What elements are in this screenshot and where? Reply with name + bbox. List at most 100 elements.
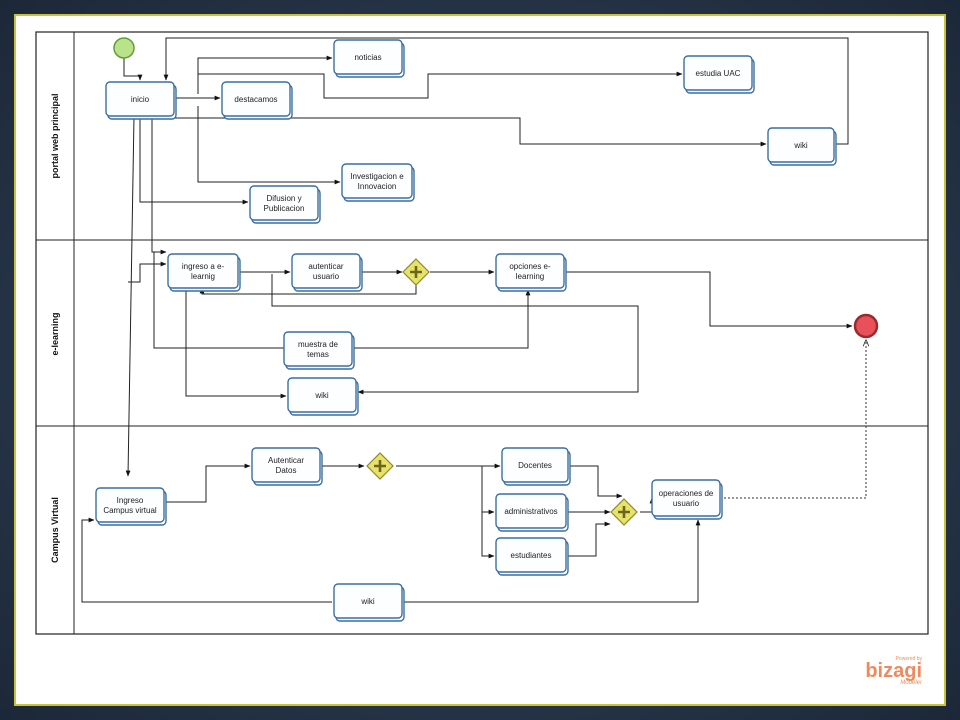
task-label: Publicacion (264, 204, 305, 213)
task-box (287, 377, 357, 413)
task-label: noticias (354, 53, 381, 62)
diagram-frame: portal web principal e-learning Campus V… (14, 14, 946, 706)
task-docentes[interactable]: Docentes (501, 447, 571, 486)
parallel-gateway-campus-split[interactable] (366, 452, 394, 480)
task-box (333, 39, 403, 75)
task-label: usuario (313, 272, 340, 281)
task-box (767, 127, 835, 163)
flow-docentes-join (568, 465, 623, 499)
flow-wiki-inicio (163, 37, 849, 145)
task-label: Autenticar (268, 456, 304, 465)
flow-inicio-investigacion (197, 106, 341, 185)
task-wiki-cv[interactable]: wiki (333, 583, 405, 622)
task-box (683, 55, 753, 91)
events (113, 37, 879, 339)
flow-start-inicio (123, 58, 143, 81)
flow-inicio-difusion (139, 116, 249, 205)
task-inicio[interactable]: inicio (105, 81, 177, 120)
task-box (251, 447, 321, 483)
flow-wiki-ingreso (81, 517, 332, 603)
flow-inicio-wiki (174, 117, 767, 147)
parallel-gateway-campus-join[interactable] (610, 498, 638, 526)
flow-ingreso-wiki-el (185, 288, 287, 399)
task-label: wiki (314, 391, 329, 400)
flow-wiki-operaciones (402, 519, 701, 603)
task-administrativos[interactable]: administrativos (495, 493, 569, 532)
task-box (495, 493, 567, 529)
task-label: wiki (360, 597, 375, 606)
flow-opciones-end (564, 271, 853, 329)
task-label: learnig (191, 272, 215, 281)
start-event[interactable] (113, 37, 135, 59)
logo-name-text: bizagi (865, 660, 922, 682)
task-opciones[interactable]: opciones e-learning (495, 253, 567, 292)
lane-campus-label: Campus Virtual (50, 497, 60, 563)
flow-inicio-noticias (197, 55, 333, 94)
task-box (95, 487, 165, 523)
task-box (105, 81, 175, 117)
task-wiki-el[interactable]: wiki (287, 377, 359, 416)
flow-campus-ingreso-el (128, 261, 167, 283)
logo-product-text: Modeler (900, 680, 922, 686)
task-label: destacamos (234, 95, 277, 104)
sequence-flows (81, 37, 866, 603)
task-label: wiki (793, 141, 808, 150)
lane-elearning-label: e-learning (50, 312, 60, 355)
task-box (651, 479, 721, 517)
flow-ingreso-loop (271, 274, 639, 395)
task-label: Investigacion e (350, 172, 404, 181)
flow-join-operaciones (640, 497, 655, 513)
flow-ingreso-autenticar-datos (164, 463, 251, 503)
task-label: Docentes (518, 461, 552, 470)
flow-inicio-estudia (198, 71, 683, 99)
task-box (221, 81, 291, 117)
flow-operaciones-end (720, 340, 866, 498)
task-ingreso-el[interactable]: ingreso a e-learnig (167, 253, 241, 292)
task-label: Campus virtual (103, 506, 157, 515)
flow-gateway-admin (481, 466, 495, 515)
task-estudia[interactable]: estudia UAC (683, 55, 755, 94)
task-box (291, 253, 361, 289)
task-label: Ingreso (117, 496, 144, 505)
task-box (495, 253, 565, 289)
logo-powered-text: Powered by (895, 656, 922, 662)
task-box (341, 163, 413, 199)
task-label: administrativos (504, 507, 557, 516)
task-destacamos[interactable]: destacamos (221, 81, 293, 120)
task-label: ingreso a e- (182, 262, 225, 271)
task-label: Datos (276, 466, 297, 475)
flow-inicio-ingreso-el (151, 116, 167, 255)
pool-border (35, 31, 929, 635)
task-label: Difusion y (266, 194, 301, 203)
flow-estudiantes-join (566, 521, 611, 557)
parallel-gateway-elearning[interactable] (402, 258, 430, 286)
task-label: estudia UAC (696, 69, 741, 78)
bizagi-logo: Powered by bizagi Modeler (865, 656, 922, 686)
flow-inicio-ingreso-cv (125, 115, 135, 477)
task-wiki-portal[interactable]: wiki (767, 127, 837, 166)
task-label: muestra de (298, 340, 339, 349)
task-label: autenticar (308, 262, 343, 271)
task-box (283, 331, 353, 367)
flow-gateway-estudiantes (481, 466, 495, 559)
bpmn-diagram: portal web principal e-learning Campus V… (35, 31, 929, 635)
task-label: Innovacion (358, 182, 397, 191)
task-label: learning (516, 272, 544, 281)
gateways (366, 258, 638, 526)
task-label: estudiantes (511, 551, 552, 560)
task-noticias[interactable]: noticias (333, 39, 405, 78)
task-box (501, 447, 569, 483)
task-label: operaciones de (659, 489, 714, 498)
task-estudiantes[interactable]: estudiantes (495, 537, 569, 576)
task-box (249, 185, 319, 221)
task-label: temas (307, 350, 329, 359)
end-event[interactable] (853, 313, 879, 339)
